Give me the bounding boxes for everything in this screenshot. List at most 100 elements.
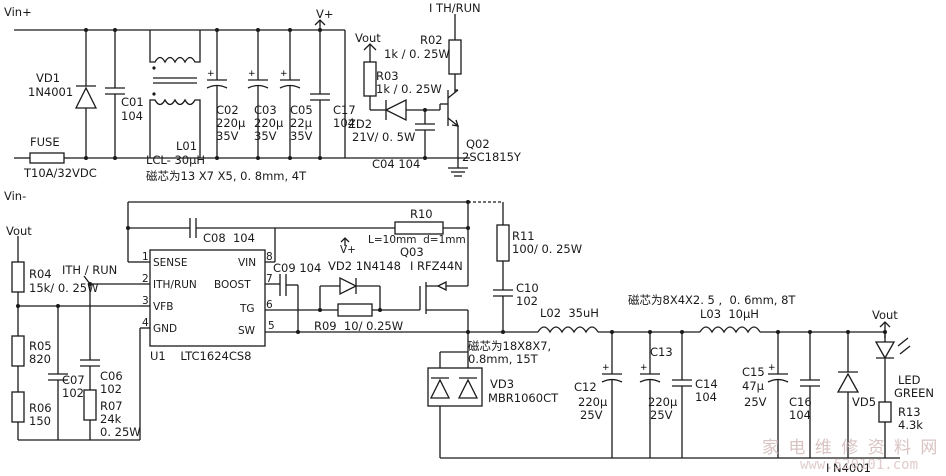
ic-pin8-num: 8 xyxy=(266,251,273,263)
vd5-label: VD5 xyxy=(852,395,877,409)
c02-label: C02 xyxy=(216,103,239,117)
c03-voltage: 35V xyxy=(254,129,277,143)
ic-pin6-name: TG xyxy=(240,303,255,315)
r06-label: R06 xyxy=(29,401,52,415)
zd2-label: ZD2 xyxy=(348,117,373,131)
ic-pin2-num: 2 xyxy=(142,273,149,285)
c07-value: 102 xyxy=(62,386,84,400)
run-control-wiring xyxy=(363,14,468,177)
ith-run-top-label: I TH/RUN xyxy=(429,1,481,15)
c09-label: C09 104 xyxy=(273,261,322,275)
c14-label: C14 xyxy=(695,377,718,391)
svg-text:+: + xyxy=(248,69,256,79)
vin-minus-label: Vin- xyxy=(4,189,27,203)
vd2-label: VD2 1N4148 xyxy=(328,259,401,273)
ic-pin3-num: 3 xyxy=(142,295,149,307)
led-color: GREEN xyxy=(894,386,935,400)
r13-value: 4.3k xyxy=(898,418,923,432)
c15-voltage: 25V xyxy=(744,395,767,409)
q03-part: I RFZ44N xyxy=(410,259,463,273)
ith-run-left-label: ITH / RUN xyxy=(62,263,118,277)
vout-top-label: Vout xyxy=(355,31,381,45)
vd1-part: 1N4001 xyxy=(28,85,74,99)
ic-pin3-name: VFB xyxy=(153,301,174,313)
fuse-rating: T10A/32VDC xyxy=(24,166,97,180)
svg-text:+: + xyxy=(768,363,776,373)
c02-voltage: 35V xyxy=(216,129,239,143)
c13-label: C13 xyxy=(650,345,673,359)
c06-value: 102 xyxy=(100,382,122,396)
c08-label: C08 104 xyxy=(203,231,255,245)
c02-value: 220μ xyxy=(216,116,246,130)
watermark-site-cn: 家 电 维 修 资 料 网 xyxy=(762,438,940,458)
ic-pin1-num: 1 xyxy=(142,251,149,263)
r03-value: 1k / 0. 25W xyxy=(376,82,442,96)
v-plus-label: V+ xyxy=(316,7,334,21)
r06-value: 150 xyxy=(29,414,51,428)
ic-part-label: U1 LTC1624CS8 xyxy=(150,349,252,363)
gate-drive xyxy=(279,274,382,334)
ic-pin4-num: 4 xyxy=(142,317,149,329)
c17-label: C17 xyxy=(333,103,356,117)
svg-text:+: + xyxy=(602,363,610,373)
r11-label: R11 xyxy=(512,229,535,243)
c01-value: 104 xyxy=(121,109,143,123)
c10-label: C10 xyxy=(516,281,539,295)
c12-label: C12 xyxy=(574,380,597,394)
r11-value: 100/ 0. 25W xyxy=(512,242,583,256)
l01-core: 磁芯为13 X7 X5, 0. 8mm, 4T xyxy=(146,169,307,183)
c13-value: 220μ xyxy=(648,395,678,409)
c14-value: 104 xyxy=(695,390,717,404)
vd1-label: VD1 xyxy=(36,71,61,85)
c13-voltage: 25V xyxy=(650,408,673,422)
ic-pin2-name: ITH/RUN xyxy=(153,279,197,291)
mosfet-q03 xyxy=(419,280,469,332)
r04-value: 15k/ 0. 25W xyxy=(29,281,99,295)
r02-label: R02 xyxy=(420,33,443,47)
r07-power: 0. 25W xyxy=(100,425,141,439)
l02-label: L02 35uH xyxy=(540,306,599,320)
l01-choke-symbol xyxy=(149,30,201,158)
c05-voltage: 35V xyxy=(290,129,313,143)
vd5-part: I N4001 xyxy=(826,461,871,475)
vout-left-label: Vout xyxy=(6,224,32,238)
c06-label: C06 xyxy=(100,369,123,383)
fuse-label: FUSE xyxy=(30,135,60,149)
ic-pin1-name: SENSE xyxy=(153,257,188,269)
ic-pin8-name: VIN xyxy=(238,257,257,269)
fuse-symbol xyxy=(24,152,70,164)
l01-label: L01 xyxy=(176,139,198,153)
l01-value: LCL- 30μH xyxy=(146,153,206,167)
feedback-divider xyxy=(11,236,141,441)
ic-pin7-name: BOOST xyxy=(214,279,251,291)
watermark-site-url: www.520101.com xyxy=(800,457,919,473)
r05-value: 820 xyxy=(29,352,51,366)
l03-label: L03 10μH xyxy=(700,307,759,321)
r03-label: R03 xyxy=(376,69,399,83)
vout-right-label: Vout xyxy=(872,308,898,322)
c16-label: C16 xyxy=(789,395,812,409)
vin-plus-label: Vin+ xyxy=(4,5,32,19)
ic-pin4-name: GND xyxy=(153,323,178,335)
c03-label: C03 xyxy=(254,103,277,117)
v-plus-small-label: V+ xyxy=(340,244,356,256)
q02-label: Q02 xyxy=(466,137,490,151)
output-caps-1: + + xyxy=(601,330,692,458)
c05-label: C05 xyxy=(290,103,313,117)
zd2-value: 21V/ 0. 5W xyxy=(352,130,416,144)
vd3-label: VD3 xyxy=(490,377,515,391)
vd3-part: MBR1060CT xyxy=(488,391,559,405)
led-label: LED xyxy=(898,373,921,387)
c07-label: C07 xyxy=(62,373,85,387)
c12-voltage: 25V xyxy=(580,408,603,422)
c10-value: 102 xyxy=(516,294,538,308)
r05-label: R05 xyxy=(29,339,52,353)
ic-pin5-name: SW xyxy=(238,325,256,337)
r07-label: R07 xyxy=(100,399,123,413)
sense-loop xyxy=(126,200,513,332)
c01-capacitor-symbol xyxy=(84,28,125,160)
q02-part: 2SC1815Y xyxy=(462,150,521,164)
output-caps-2: + xyxy=(767,330,911,458)
ic-pin6-num: 6 xyxy=(266,299,273,311)
